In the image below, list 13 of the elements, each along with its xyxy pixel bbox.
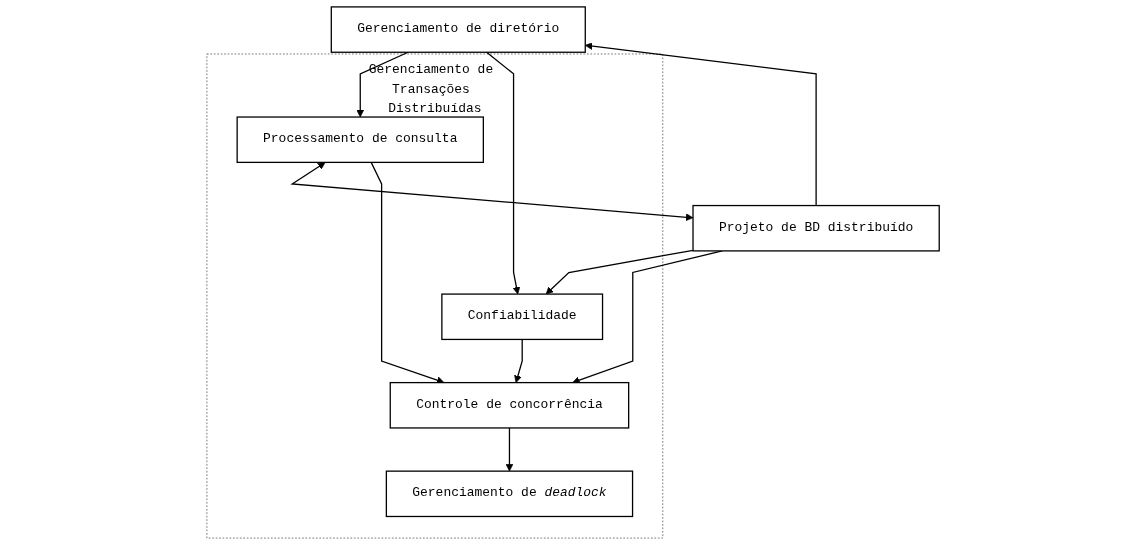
- node-box: Processamento de consulta: [236, 116, 485, 163]
- node-box: Gerenciamento de diretório: [331, 6, 587, 53]
- node-box: Confiabilidade: [441, 293, 604, 341]
- node-box: Gerenciamento de deadlock: [386, 470, 634, 518]
- arrow: [546, 249, 695, 295]
- node-box: Projeto de BD distribuído: [692, 204, 941, 252]
- arrow: [290, 162, 694, 222]
- arrow: [514, 338, 524, 383]
- arrow: [506, 427, 514, 472]
- arrow: [486, 51, 521, 295]
- node-box: Controle de concorrência: [390, 381, 630, 429]
- arrow: [371, 161, 445, 384]
- arrow: [585, 42, 818, 207]
